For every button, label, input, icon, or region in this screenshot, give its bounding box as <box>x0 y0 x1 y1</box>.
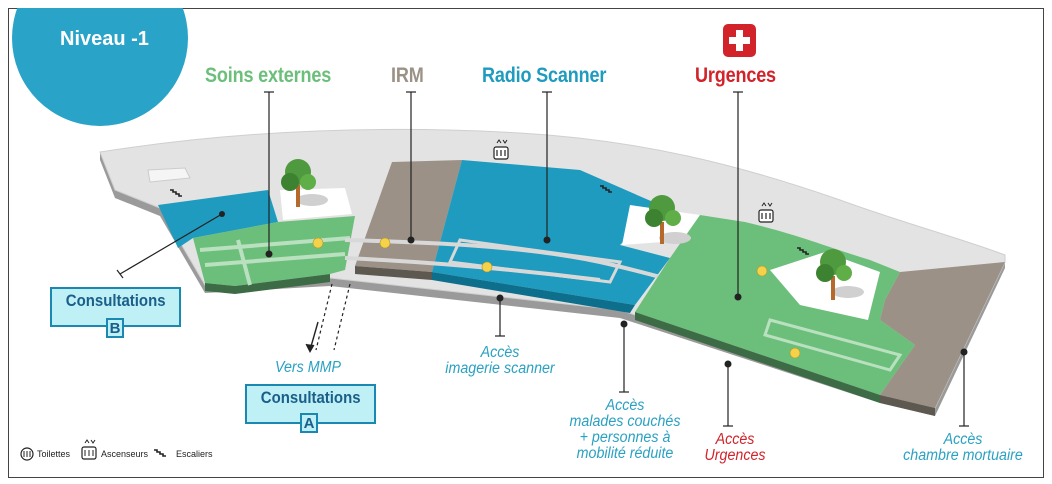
consultations-a-letter: A <box>300 413 318 433</box>
stairs-icon <box>170 185 809 255</box>
label-urgences: Urgences <box>695 64 776 87</box>
tree-icon <box>281 159 328 207</box>
consultations-b-label: Consultations <box>65 291 166 310</box>
tree-icon <box>645 195 691 244</box>
tree-icon <box>816 249 864 300</box>
elevator-icon <box>493 139 774 223</box>
label-irm: IRM <box>391 64 424 87</box>
label-soins-externes: Soins externes <box>205 64 332 87</box>
legend-icons <box>20 439 166 461</box>
consultations-b-letter: B <box>106 318 124 338</box>
level-badge: Niveau -1 <box>60 28 149 50</box>
consultations-a-label: Consultations <box>260 388 361 407</box>
map-frame <box>8 8 1044 478</box>
legend-escaliers: Escaliers <box>176 449 213 459</box>
legend-ascenseurs: Ascenseurs <box>101 449 149 459</box>
toilet-icon <box>312 237 801 359</box>
vers-mmp-label: Vers MMP <box>274 359 342 376</box>
consultations-b-box[interactable]: Consultations <box>50 287 181 327</box>
level-badge-circle <box>12 0 188 126</box>
zone-soins-externes[interactable] <box>193 216 355 286</box>
zone-chambre-mortuaire[interactable] <box>880 262 1005 408</box>
label-radio-scanner: Radio Scanner <box>482 64 607 87</box>
legend-toilettes: Toilettes <box>37 449 71 459</box>
red-cross-icon <box>723 24 756 57</box>
